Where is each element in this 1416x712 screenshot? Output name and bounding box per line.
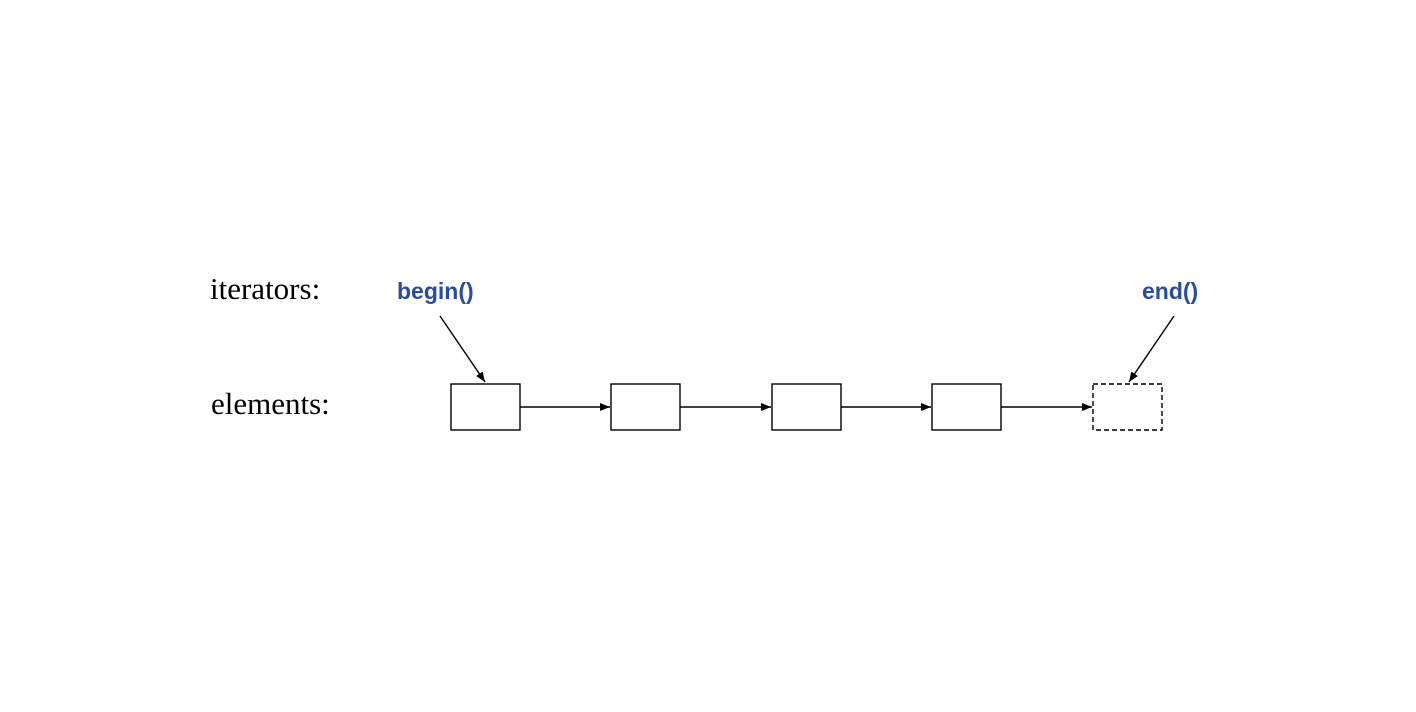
element-box-4: [931, 383, 1002, 431]
begin-pointer-arrow: [439, 315, 486, 383]
elements-row-label: elements:: [211, 386, 330, 421]
end-pointer-arrow: [1128, 315, 1175, 383]
element-box-2: [610, 383, 681, 431]
element-box-3: [771, 383, 842, 431]
begin-iterator-label: begin(): [397, 278, 474, 304]
element-box-1: [450, 383, 521, 431]
iterators-row-label: iterators:: [210, 271, 320, 306]
past-the-end-position-box: [1092, 383, 1163, 431]
end-iterator-label: end(): [1142, 278, 1198, 304]
